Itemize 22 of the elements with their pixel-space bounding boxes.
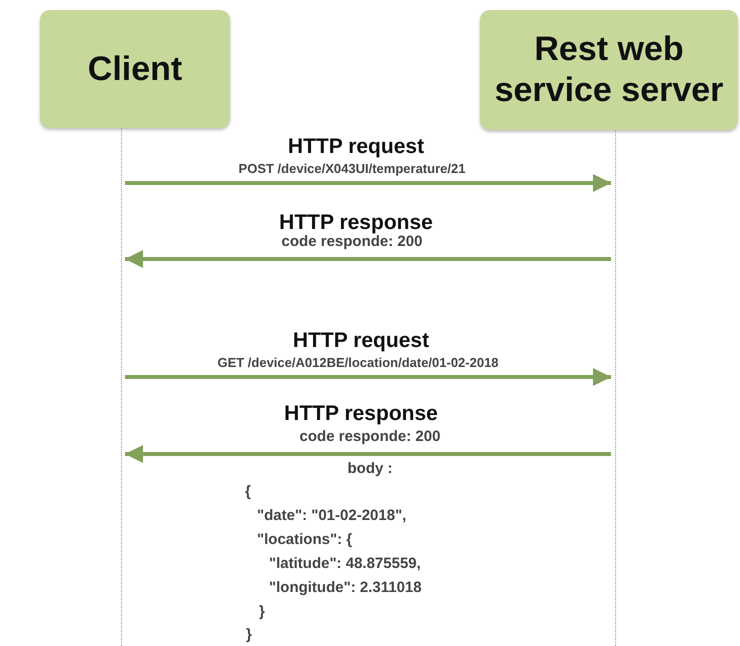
arrow bbox=[125, 445, 611, 463]
edge-label: HTTP response bbox=[284, 402, 438, 426]
participant-name: Rest web service server bbox=[494, 29, 724, 111]
code-line: "locations": { bbox=[257, 531, 352, 548]
message-detail: POST /device/X043UI/temperature/21 bbox=[238, 161, 466, 176]
code-line: "date": "01-02-2018", bbox=[257, 507, 406, 524]
edge-label: HTTP request bbox=[292, 329, 430, 353]
arrow bbox=[125, 368, 611, 386]
arrow bbox=[125, 174, 611, 192]
code-line: "latitude": 48.875559, bbox=[269, 555, 421, 572]
message-detail: body : bbox=[348, 460, 392, 477]
edge-label: HTTP response bbox=[279, 211, 433, 235]
code-line: "longitude": 2.311018 bbox=[269, 579, 422, 596]
message-detail: GET /device/A012BE/location/date/01-02-2018 bbox=[217, 355, 499, 370]
code-line: } bbox=[259, 603, 265, 620]
code-line: { bbox=[245, 483, 251, 500]
message-detail: code responde: 200 bbox=[282, 233, 422, 250]
participant-name: Client bbox=[88, 48, 182, 90]
message-detail: code responde: 200 bbox=[300, 428, 440, 445]
code-line: } bbox=[246, 626, 252, 643]
arrow bbox=[125, 250, 611, 268]
edge-label: HTTP request bbox=[288, 135, 424, 159]
